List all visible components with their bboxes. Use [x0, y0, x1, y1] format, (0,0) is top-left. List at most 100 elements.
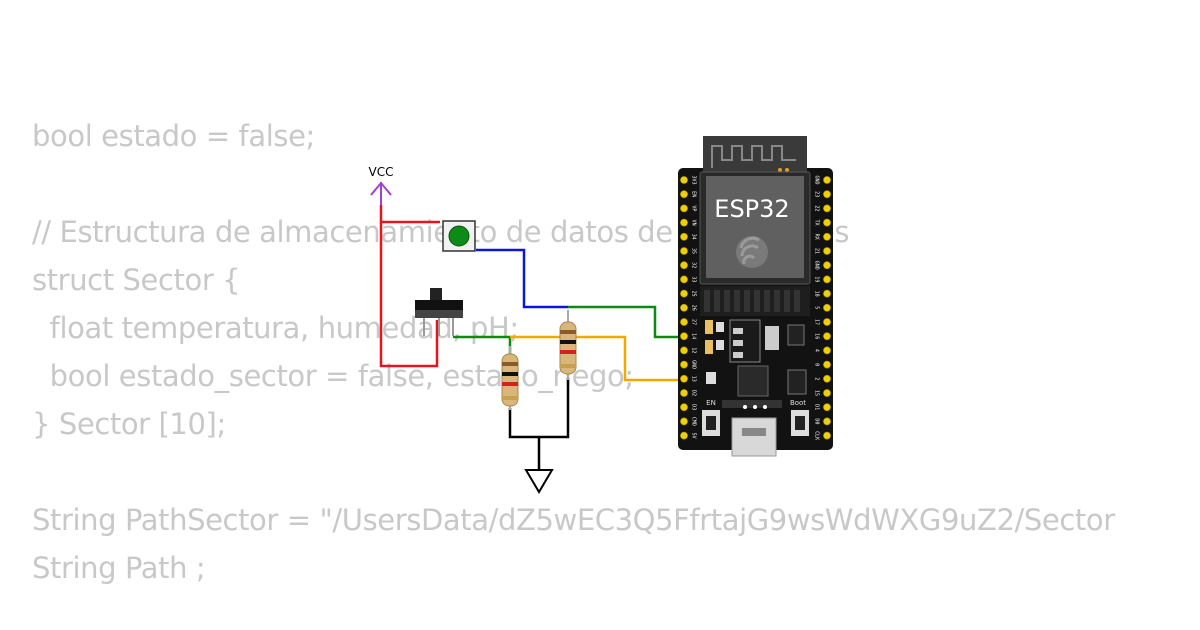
pin-pad[interactable] [823, 247, 831, 255]
pin-label: 33 [691, 276, 697, 282]
pin-label: 5V [691, 433, 697, 439]
pin-pad[interactable] [823, 318, 831, 326]
pin-pad[interactable] [823, 431, 831, 440]
pin-pad[interactable] [823, 190, 831, 199]
code-line: bool estado_sector = false, estado_riego… [32, 359, 635, 393]
resistor-1[interactable] [501, 346, 519, 410]
code-line: String Path ; [32, 551, 206, 585]
pin-pad[interactable] [680, 289, 688, 298]
pin-pad[interactable] [680, 303, 688, 312]
pin-pad[interactable] [680, 346, 688, 355]
pin-label: D0 [814, 418, 820, 424]
boot-label: Boot [790, 399, 806, 407]
pin-label: 17 [814, 319, 820, 325]
left-pin-header[interactable]: 3V3ENVPVN343532332526271412GND13D2D3CMD5… [680, 175, 697, 440]
pin-pad[interactable] [823, 389, 831, 397]
code-line: struct Sector { [32, 263, 241, 297]
pin-pad[interactable] [823, 403, 831, 412]
espressif-logo-icon [736, 236, 768, 268]
signal-wire-orange[interactable] [510, 335, 686, 382]
pin-pad[interactable] [680, 332, 688, 341]
pin-label: 34 [691, 234, 697, 240]
pin-label: 4 [814, 349, 820, 352]
signal-wire-green[interactable] [568, 305, 686, 339]
vcc-label: VCC [369, 165, 394, 179]
pin-pad[interactable] [680, 261, 688, 270]
pin-pad[interactable] [823, 176, 831, 184]
pin-pad[interactable] [680, 417, 688, 426]
pin-label: 18 [814, 291, 820, 297]
pin-label: 0 [814, 363, 820, 366]
signal-wire-blue[interactable] [476, 248, 568, 309]
pin-pad[interactable] [823, 275, 831, 284]
pin-pad[interactable] [823, 261, 831, 270]
en-label: EN [706, 399, 716, 407]
vcc-symbol[interactable]: VCC [369, 165, 394, 210]
signal-wire-green-switch[interactable] [453, 335, 512, 354]
code-line: } Sector [10]; [32, 407, 226, 441]
code-line: String PathSector = "/UsersData/dZ5wEC3Q… [32, 503, 1115, 537]
pin-label: 32 [691, 262, 697, 268]
pin-pad[interactable] [680, 374, 688, 383]
code-background: bool estado = false; // Estructura de al… [32, 0, 1115, 585]
pin-label: 23 [814, 191, 820, 197]
pin-pad[interactable] [823, 218, 831, 227]
pin-pad[interactable] [680, 360, 688, 369]
pin-label: D1 [814, 404, 820, 410]
pin-pad[interactable] [823, 332, 831, 341]
pin-pad[interactable] [823, 204, 831, 213]
pin-label: 25 [691, 291, 697, 297]
pin-label: 35 [691, 248, 697, 254]
esp32-board[interactable]: ESP32 [678, 136, 833, 457]
slide-switch[interactable] [415, 288, 463, 336]
pin-pad[interactable] [823, 232, 831, 241]
pin-label: RX [814, 234, 820, 240]
pin-label: 27 [691, 319, 697, 325]
pin-label: 13 [691, 376, 697, 382]
pin-pad[interactable] [680, 389, 688, 397]
pin-label: TX [814, 220, 820, 226]
pin-pad[interactable] [680, 431, 688, 440]
pin-label: 14 [691, 333, 697, 339]
pin-pad[interactable] [823, 303, 831, 312]
board-components [705, 319, 807, 409]
pin-pad[interactable] [680, 190, 688, 199]
pin-label: D3 [691, 404, 697, 410]
pin-pad[interactable] [823, 289, 831, 298]
boot-button[interactable]: Boot [790, 399, 809, 436]
pin-label: 26 [691, 305, 697, 311]
en-button[interactable]: EN [702, 399, 720, 436]
pushbutton[interactable] [442, 220, 476, 252]
pin-pad[interactable] [680, 218, 688, 227]
pin-pad[interactable] [823, 346, 831, 355]
pin-label: EN [691, 191, 697, 197]
pin-pad[interactable] [823, 374, 831, 383]
pin-pad[interactable] [680, 275, 688, 284]
pin-pad[interactable] [823, 417, 831, 426]
pin-pad[interactable] [823, 360, 831, 369]
pin-label: GND [691, 360, 697, 369]
ground-wire[interactable] [508, 378, 570, 470]
pin-label: 16 [814, 333, 820, 339]
pin-label: VP [691, 205, 697, 211]
pin-pad[interactable] [680, 204, 688, 213]
pin-pad[interactable] [680, 247, 688, 255]
pin-label: 2 [814, 377, 820, 380]
usb-port [731, 417, 777, 457]
pin-label: CLK [814, 431, 820, 440]
pin-label: 15 [814, 390, 820, 396]
power-wire[interactable] [379, 205, 440, 368]
resistor-2[interactable] [559, 310, 577, 380]
pin-pad[interactable] [680, 176, 688, 184]
pin-label: D2 [691, 390, 697, 396]
ground-symbol [524, 469, 554, 494]
esp32-label: ESP32 [714, 195, 789, 223]
pin-pad[interactable] [680, 403, 688, 412]
pin-label: 3V3 [691, 175, 697, 184]
code-line: bool estado = false; [32, 119, 315, 153]
pin-pad[interactable] [680, 232, 688, 241]
pin-pad[interactable] [680, 318, 688, 326]
pin-label: GND [814, 175, 820, 184]
